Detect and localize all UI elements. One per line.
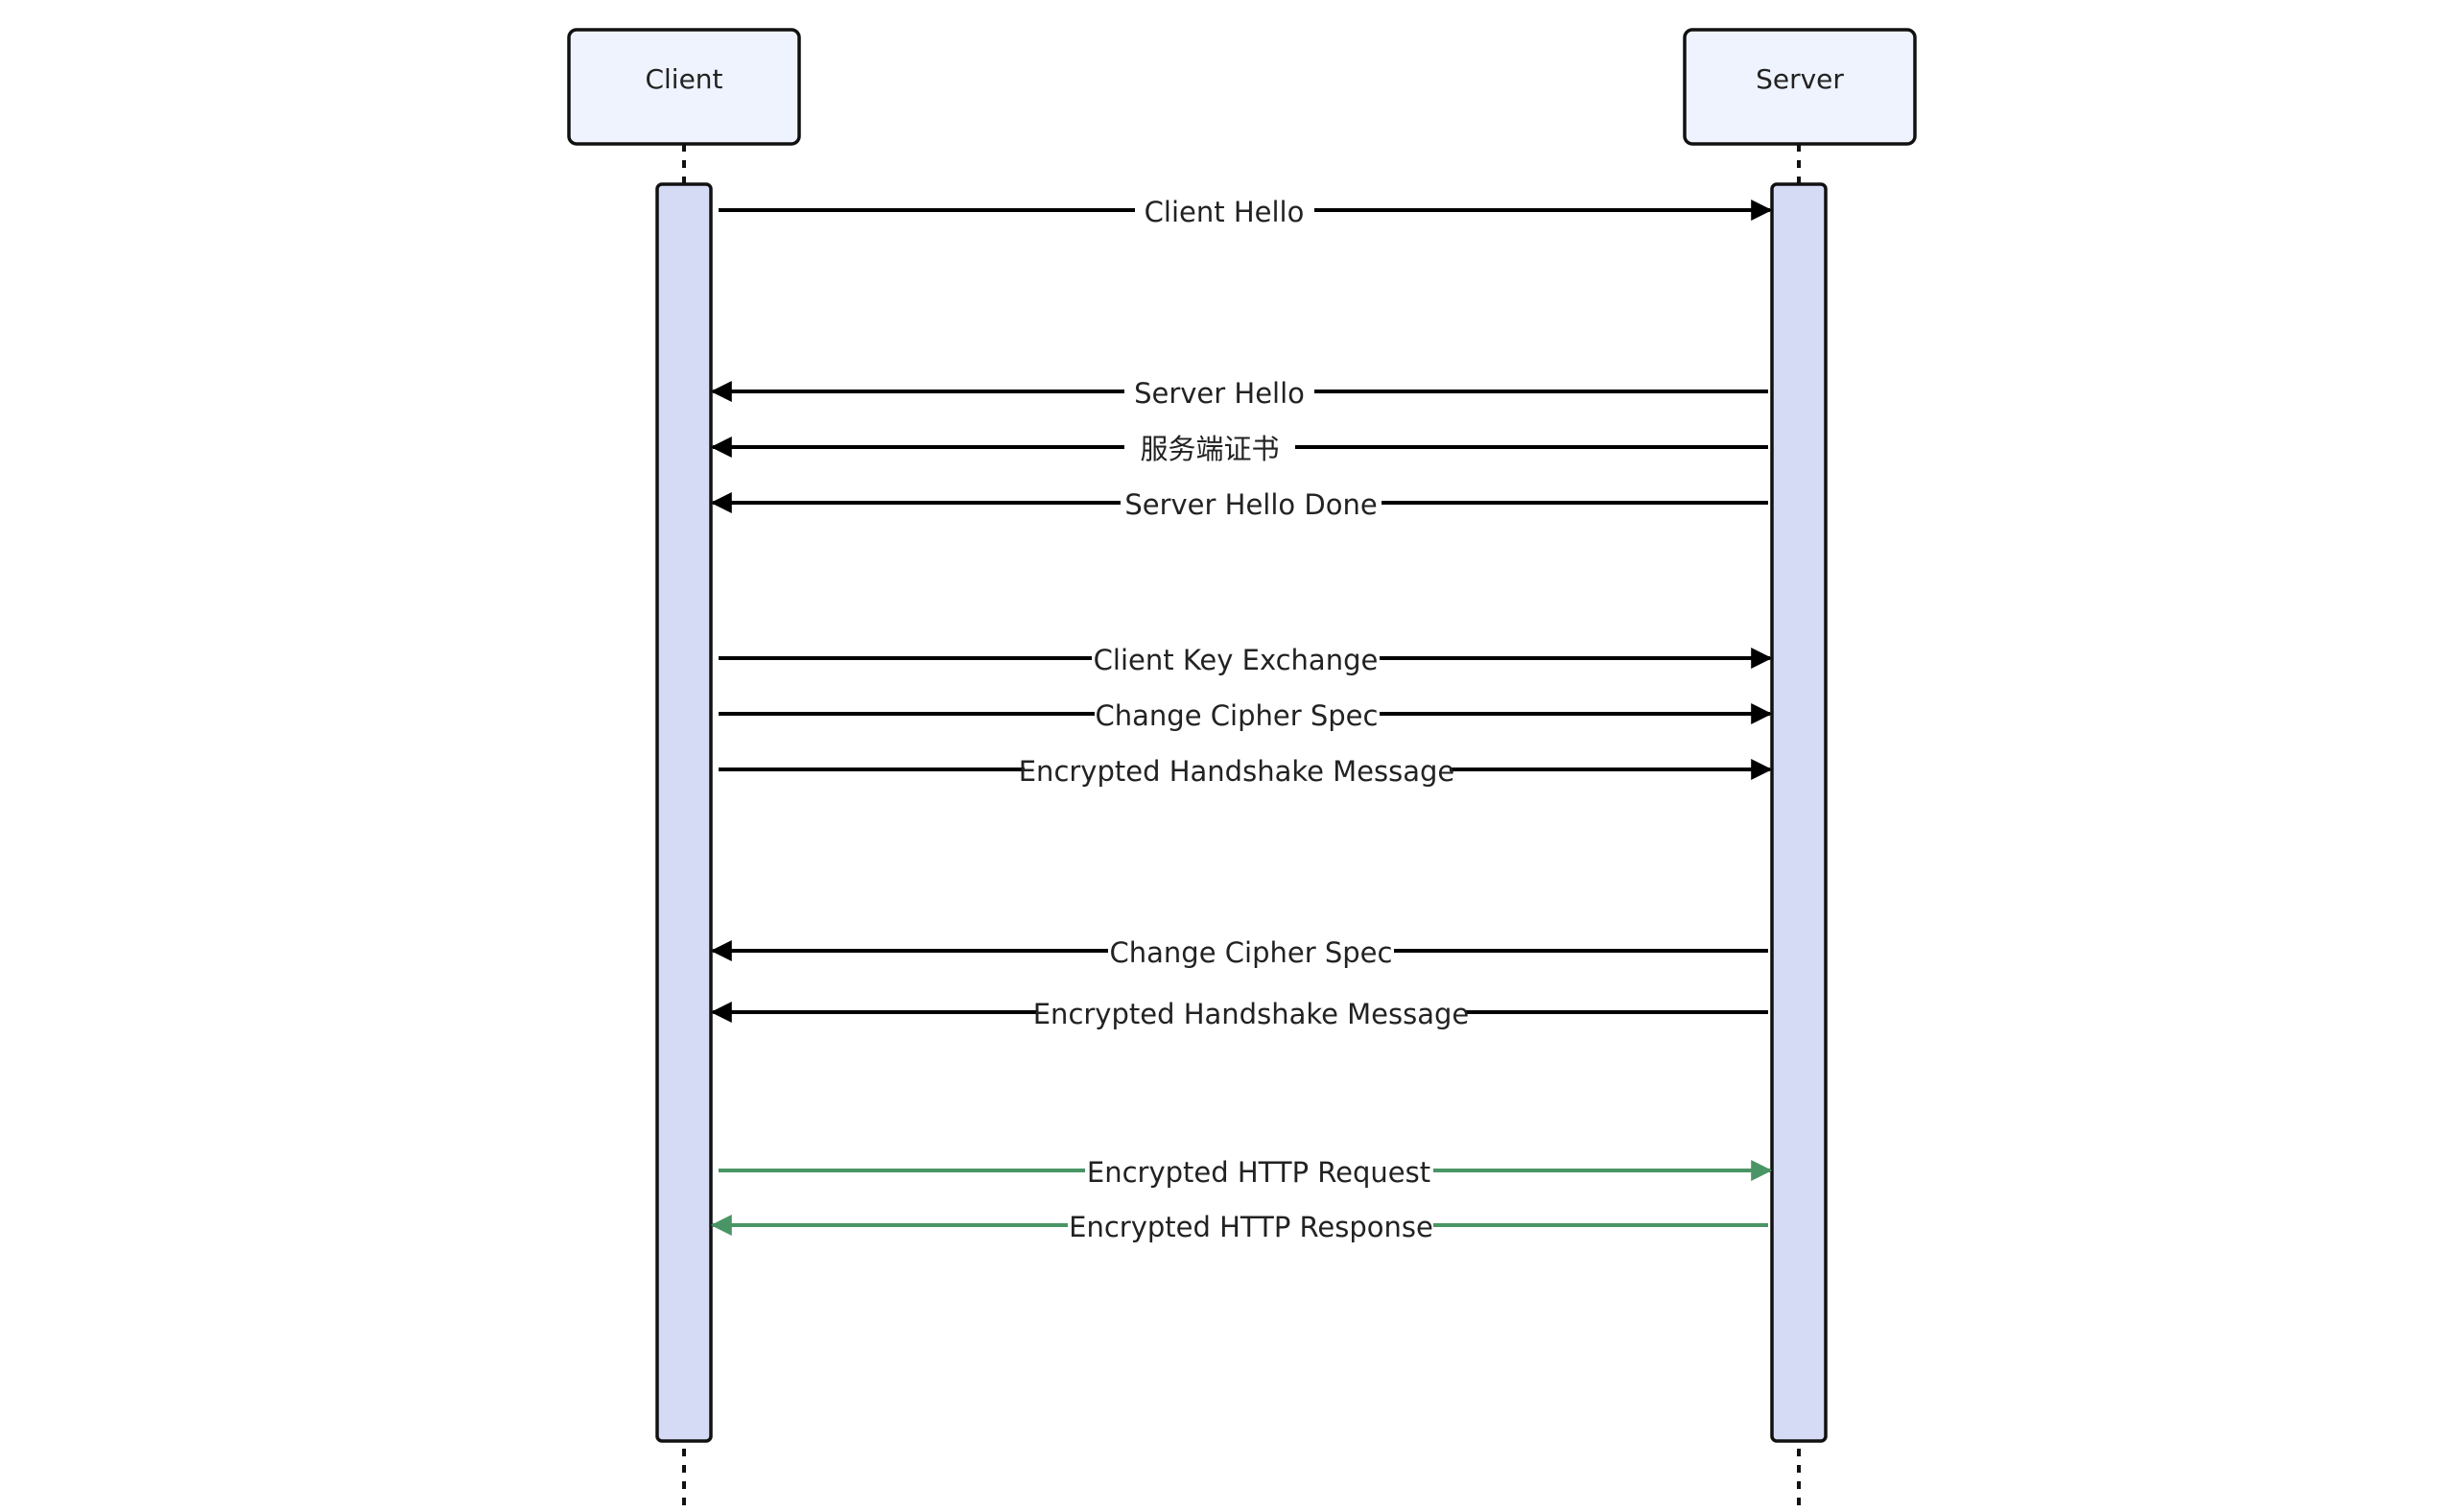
message-encrypted-http-response: Encrypted HTTP Response: [710, 1211, 1768, 1243]
message-encrypted-handshake-client: Encrypted Handshake Message: [719, 755, 1773, 788]
server-activation-bar: [1770, 182, 1828, 1443]
participant-client-box: [567, 28, 801, 146]
message-change-cipher-spec-server: Change Cipher Spec: [710, 936, 1768, 969]
message-encrypted-http-request: Encrypted HTTP Request: [719, 1156, 1773, 1189]
message-client-hello: Client Hello: [719, 196, 1773, 228]
client-activation-bar: [655, 182, 713, 1443]
message-change-cipher-spec-client: Change Cipher Spec: [719, 699, 1773, 732]
messages: Client Hello Server Hello 服务端证书 Server H…: [710, 196, 1773, 1243]
message-label: Change Cipher Spec: [1096, 699, 1379, 732]
message-server-certificate: 服务端证书: [710, 433, 1768, 465]
message-label: 服务端证书: [1140, 433, 1279, 465]
participant-server-box: [1683, 28, 1917, 146]
participant-client: Client: [567, 28, 801, 146]
message-encrypted-handshake-server: Encrypted Handshake Message: [710, 998, 1768, 1030]
message-server-hello: Server Hello: [710, 377, 1768, 410]
message-label: Change Cipher Spec: [1110, 936, 1393, 969]
message-label: Server Hello Done: [1124, 488, 1377, 521]
message-label: Client Hello: [1145, 196, 1305, 228]
message-label: Encrypted HTTP Response: [1069, 1211, 1433, 1243]
message-client-key-exchange: Client Key Exchange: [719, 644, 1773, 676]
message-server-hello-done: Server Hello Done: [710, 488, 1768, 521]
message-label: Encrypted HTTP Request: [1087, 1156, 1430, 1189]
message-label: Server Hello: [1134, 377, 1305, 410]
message-label: Client Key Exchange: [1094, 644, 1379, 676]
participant-client-label: Client: [645, 63, 722, 95]
message-label: Encrypted Handshake Message: [1019, 755, 1455, 788]
participant-server-label: Server: [1756, 63, 1844, 95]
message-label: Encrypted Handshake Message: [1033, 998, 1470, 1030]
participant-server: Server: [1683, 28, 1917, 146]
